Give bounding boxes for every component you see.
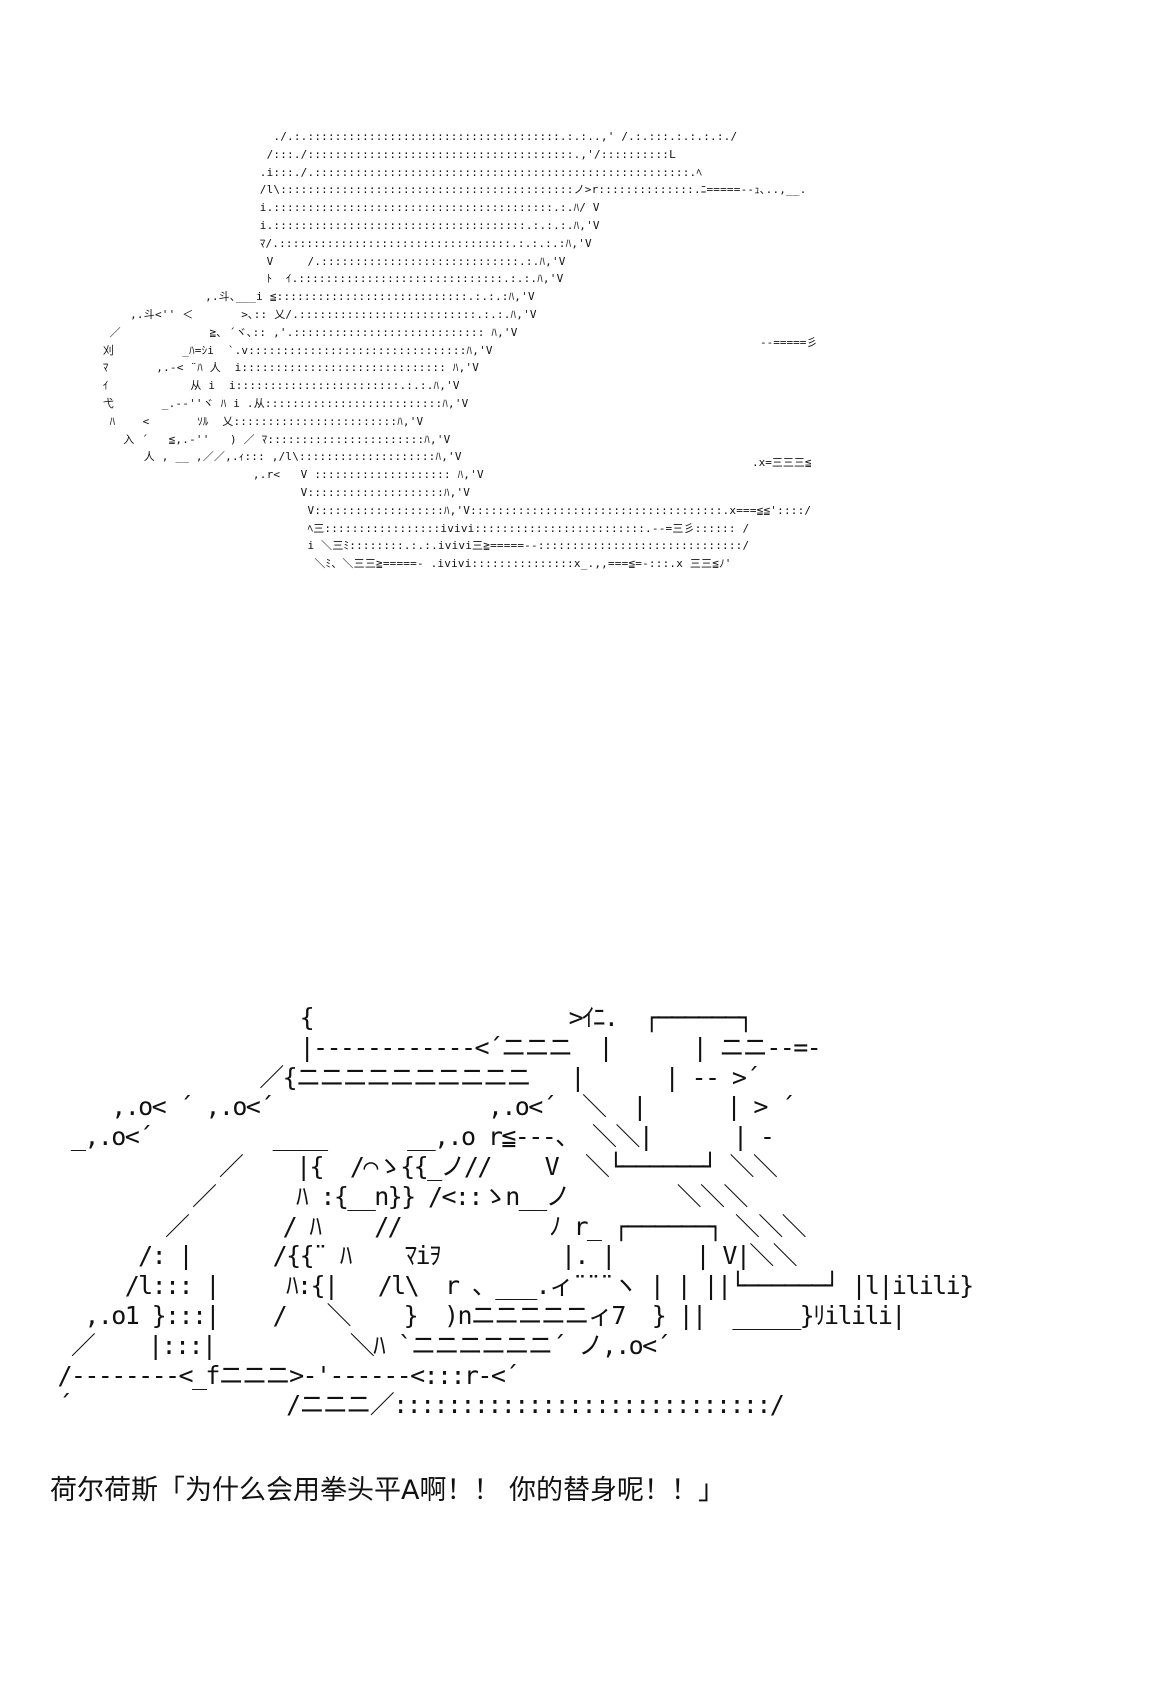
ascii-punch-line: /--------<_fニニニ>-'------<:::r-<´: [44, 1360, 519, 1390]
ascii-punch-line: ／ ﾊ :{__n}} /<::ゝn__ノ ＼＼＼: [44, 1181, 748, 1211]
ascii-punch-line: /l::: | ﾊ:{| /l\ r 、___.ィ¨¨¨ヽ | | ||└───…: [44, 1271, 974, 1301]
ascii-punch-line: ,.o< ´ ,.o<´ ,.o<´ ＼ | | > ´: [44, 1092, 795, 1122]
ascii-cup-line: 入 ´ ≦,.-'' ) ／ ﾏ:::::::::::::::::::::::ﾊ…: [96, 432, 451, 446]
ascii-cup-line: ,.斗､___i ≦::::::::::::::::::::::::::::.:…: [96, 290, 535, 304]
ascii-cup-line: ﾏ ,.-< ¨ﾊ 人 i:::::::::::::::::::::::::::…: [96, 361, 480, 375]
ascii-cup-line: /:::./::::::::::::::::::::::::::::::::::…: [96, 147, 676, 161]
ascii-punch-line: _,.o<´ ____ __,.o r≦---、 ＼＼| | -: [44, 1122, 775, 1152]
ascii-cup-line: 人 , __ ,／／,.ｨ::: ,/l\:::::::::::::::::::…: [96, 450, 462, 464]
ascii-cup-line: ﾍ三:::::::::::::::::ivivi::::::::::::::::…: [96, 521, 750, 535]
ascii-cup-fragment: --=====彡: [760, 336, 818, 349]
ascii-cup-line: ＼ﾐ、＼三三≧=====‐ .ivivi:::::::::::::::x_.,,…: [96, 557, 732, 571]
ascii-punch-line: ／{ニニニニニニニニニニ | | -- >´: [44, 1062, 760, 1092]
ascii-cup-line: ﾏ/.::::::::::::::::::::::::::::::::::.:.…: [96, 236, 592, 250]
ascii-cup-line: ﾄ ｲ.::::::::::::::::::::::::::::::.:.:.ﾊ…: [96, 272, 564, 286]
ascii-cup-line: ﾊ < ｿﾙ 乂::::::::::::::::::::::::ﾊ,'V: [96, 414, 424, 428]
ascii-art-punch: { >ｲﾆ. ┌──────┐ |------------<´ニニニ | | ニ…: [44, 1003, 974, 1420]
ascii-cup-line: V::::::::::::::::::::ﾊ,'V: [96, 485, 471, 499]
ascii-cup-line: V /.:::::::::::::::::::::::::::::.:.ﾊ,'V: [96, 254, 566, 268]
ascii-punch-line: ／ |:::| ＼ﾊ `ニニニニニニ´ ノ,.o<´: [44, 1330, 671, 1360]
ascii-cup-line: ／ ≧､ ´ヾ､:: ,'.::::::::::::::::::::::::::…: [96, 325, 518, 339]
ascii-punch-line: { >ｲﾆ. ┌──────┐: [44, 1003, 754, 1032]
ascii-punch-line: ／ / ﾊ // ﾉ r_ ┌──────┐ ＼＼＼: [44, 1211, 807, 1241]
ascii-cup-line: .i:::./.::::::::::::::::::::::::::::::::…: [96, 165, 703, 179]
ascii-punch-line: ／ |{ /⌒ゝ{{_ノ// V ＼└──────┘ ＼＼: [44, 1151, 778, 1181]
ascii-punch-line: |------------<´ニニニ | | ニニ-‐=-: [44, 1032, 822, 1062]
ascii-cup-line: 刈 _ﾊ=ｼi `.v:::::::::::::::::::::::::::::…: [96, 343, 493, 357]
ascii-cup-line: ｲ 从 i i::::::::::::::::::::::::.:.:.ﾊ,'V: [96, 379, 460, 393]
ascii-cup-line: i.::::::::::::::::::::::::::::::::::::::…: [96, 201, 600, 215]
ascii-cup-line: /l\:::::::::::::::::::::::::::::::::::::…: [96, 183, 807, 197]
ascii-cup-fragment: .x=三三三≦: [752, 456, 812, 469]
ascii-cup-line: ./.:.:::::::::::::::::::::::::::::::::::…: [96, 130, 738, 143]
dialogue-caption: 荷尔荷斯「为什么会用拳头平A啊！！ 你的替身呢！！」: [50, 1475, 726, 1506]
ascii-cup-line: V:::::::::::::::::::ﾊ,'V::::::::::::::::…: [96, 503, 812, 517]
ascii-cup-line: 弋 _.-‐''ヾ ﾊ i .从::::::::::::::::::::::::…: [96, 396, 469, 410]
ascii-cup-line: i ＼三ﾐ::::::::.:.:.ivivi三≧=====‐‐::::::::…: [96, 539, 750, 553]
ascii-cup-line: i.:::::::::::::::::::::::::::::::::::::.…: [96, 218, 600, 232]
ascii-cup-line: ,.r< V :::::::::::::::::::: ﾊ,'V: [96, 468, 484, 482]
ascii-punch-line: ,.o1 }:::| / ＼ } )nニニニニニィ7 } || _____}ﾘi…: [44, 1300, 906, 1330]
ascii-punch-line: /: | /{{¨ ﾊ ﾏiｦ |. | | V|＼＼: [44, 1241, 798, 1271]
ascii-cup-line: ,.斗<'' ＜ >､:: 乂/.:::::::::::::::::::::::…: [96, 307, 537, 321]
ascii-punch-line: ´ /ニニニ／::::::::::::::::::::::::::::/: [44, 1390, 784, 1420]
ascii-art-cup: ./.:.:::::::::::::::::::::::::::::::::::…: [96, 128, 811, 573]
